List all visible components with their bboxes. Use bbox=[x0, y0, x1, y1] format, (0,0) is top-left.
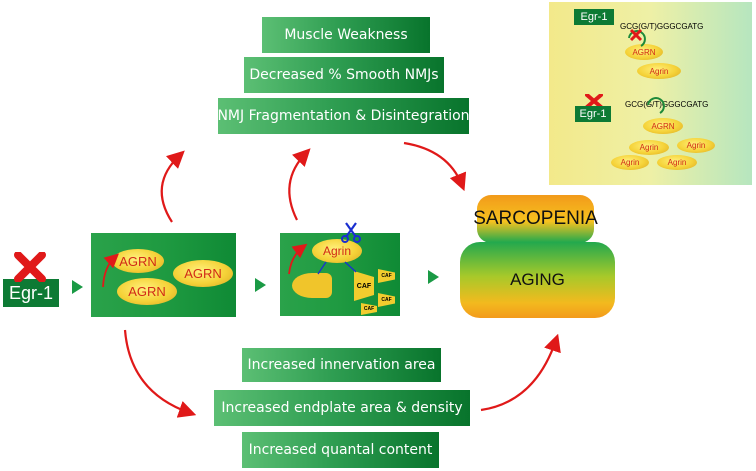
red-x-icon bbox=[14, 251, 46, 283]
inset-red-x-icon bbox=[585, 93, 603, 109]
caf-fragment-2: CAF bbox=[378, 269, 395, 283]
muscle-weakness-box: Muscle Weakness bbox=[262, 17, 430, 53]
green-play-arrow-icon bbox=[428, 270, 439, 284]
fragmentation-box: NMJ Fragmentation & Disintegration bbox=[217, 98, 470, 134]
caf-fragment-4: CAF bbox=[361, 303, 377, 315]
aging-box: AGING bbox=[460, 242, 615, 318]
agrin-fragment bbox=[292, 273, 332, 298]
agrin-panel: Agrin CAF CAF CAF CAF bbox=[280, 233, 400, 316]
sarcopenia-box: SARCOPENIA bbox=[473, 195, 598, 243]
inset-sequence-top: GCG(G/T)GGGCGATG bbox=[620, 22, 704, 31]
agrn-ellipse-3: AGRN bbox=[117, 278, 177, 305]
inset-agrin-b2: Agrin bbox=[677, 138, 715, 153]
inset-agrin-b3: Agrin bbox=[611, 155, 649, 170]
inset-agrin-b4: Agrin bbox=[657, 155, 697, 170]
cleavage-lines bbox=[317, 261, 357, 275]
caf-fragment-3: CAF bbox=[378, 293, 395, 307]
inset-small-red-x-icon bbox=[629, 28, 643, 42]
smooth-nmjs-box: Decreased % Smooth NMJs bbox=[244, 57, 444, 93]
endplate-box: Increased endplate area & density bbox=[214, 390, 470, 426]
inset-egr-top: Egr-1 bbox=[574, 9, 614, 25]
caf-fragment-1: CAF bbox=[354, 271, 374, 301]
inset-panel: Egr-1 GCG(G/T)GGGCGATG AGRN Agrin Egr-1 … bbox=[549, 2, 752, 185]
scissors-icon bbox=[340, 221, 362, 243]
agrin-ellipse: Agrin bbox=[312, 239, 362, 263]
sarcopenia-label: SARCOPENIA bbox=[473, 208, 598, 229]
quantal-box: Increased quantal content bbox=[242, 432, 439, 468]
inset-agrn-top: AGRN bbox=[625, 44, 663, 60]
green-play-arrow-icon bbox=[255, 278, 266, 292]
inset-egr-bottom: Egr-1 bbox=[575, 106, 611, 122]
agrn-ellipse-2: AGRN bbox=[173, 260, 233, 287]
red-curved-arrow-icon bbox=[102, 141, 561, 418]
agrn-ellipse-1: AGRN bbox=[112, 249, 164, 273]
inset-agrn-bottom: AGRN bbox=[643, 118, 683, 134]
inset-agrin-b1: Agrin bbox=[629, 140, 669, 155]
inset-agrin-top: Agrin bbox=[637, 63, 681, 79]
aging-label: AGING bbox=[510, 270, 565, 289]
agrn-panel: AGRN AGRN AGRN bbox=[91, 233, 236, 317]
inset-sequence-bottom: GCG(G/T)GGGCGATG bbox=[625, 100, 709, 109]
innervation-box: Increased innervation area bbox=[242, 348, 441, 382]
egr1-label: Egr-1 bbox=[3, 279, 59, 307]
green-circular-arrow-icon bbox=[628, 30, 665, 114]
green-play-arrow-icon bbox=[72, 280, 83, 294]
